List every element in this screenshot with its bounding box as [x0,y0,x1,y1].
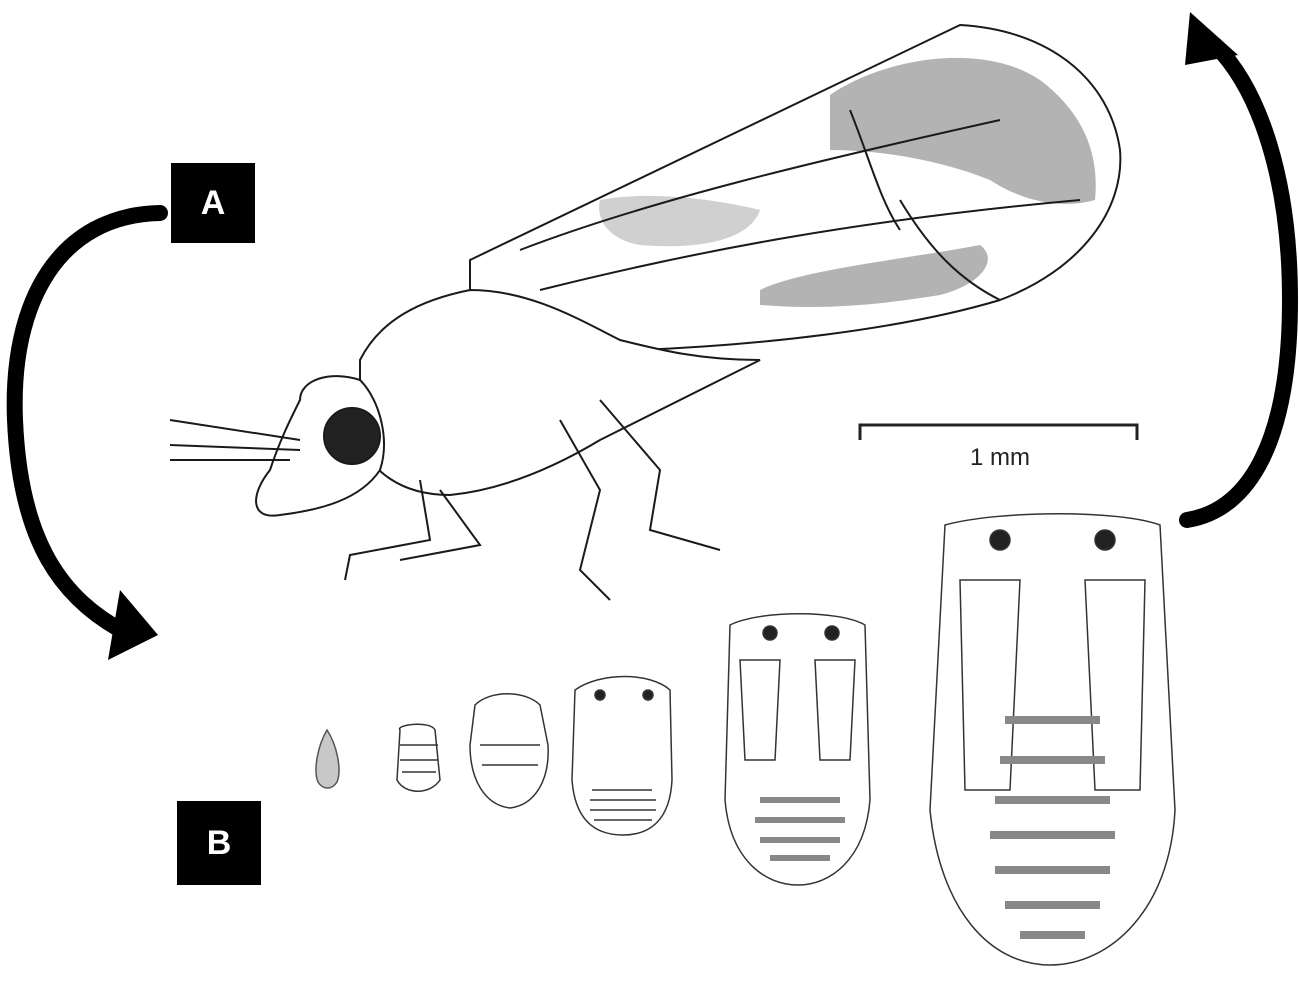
nymph-instar-2-drawing [470,694,548,808]
panel-label-a: A [171,163,255,243]
panel-label-b: B [177,801,261,885]
nymph-instar-1-drawing [397,724,440,791]
adult-psyllid-drawing [170,25,1120,600]
nymph-instar-4-drawing [725,614,870,885]
egg-drawing [316,730,339,788]
nymph-instar-3-drawing [572,677,672,836]
left-cycle-arrow [15,213,160,660]
scale-bar: 1 mm [860,425,1137,471]
right-cycle-arrow [1185,12,1290,520]
scale-bar-label: 1 mm [970,444,1030,471]
nymph-instar-5-drawing [930,514,1175,965]
